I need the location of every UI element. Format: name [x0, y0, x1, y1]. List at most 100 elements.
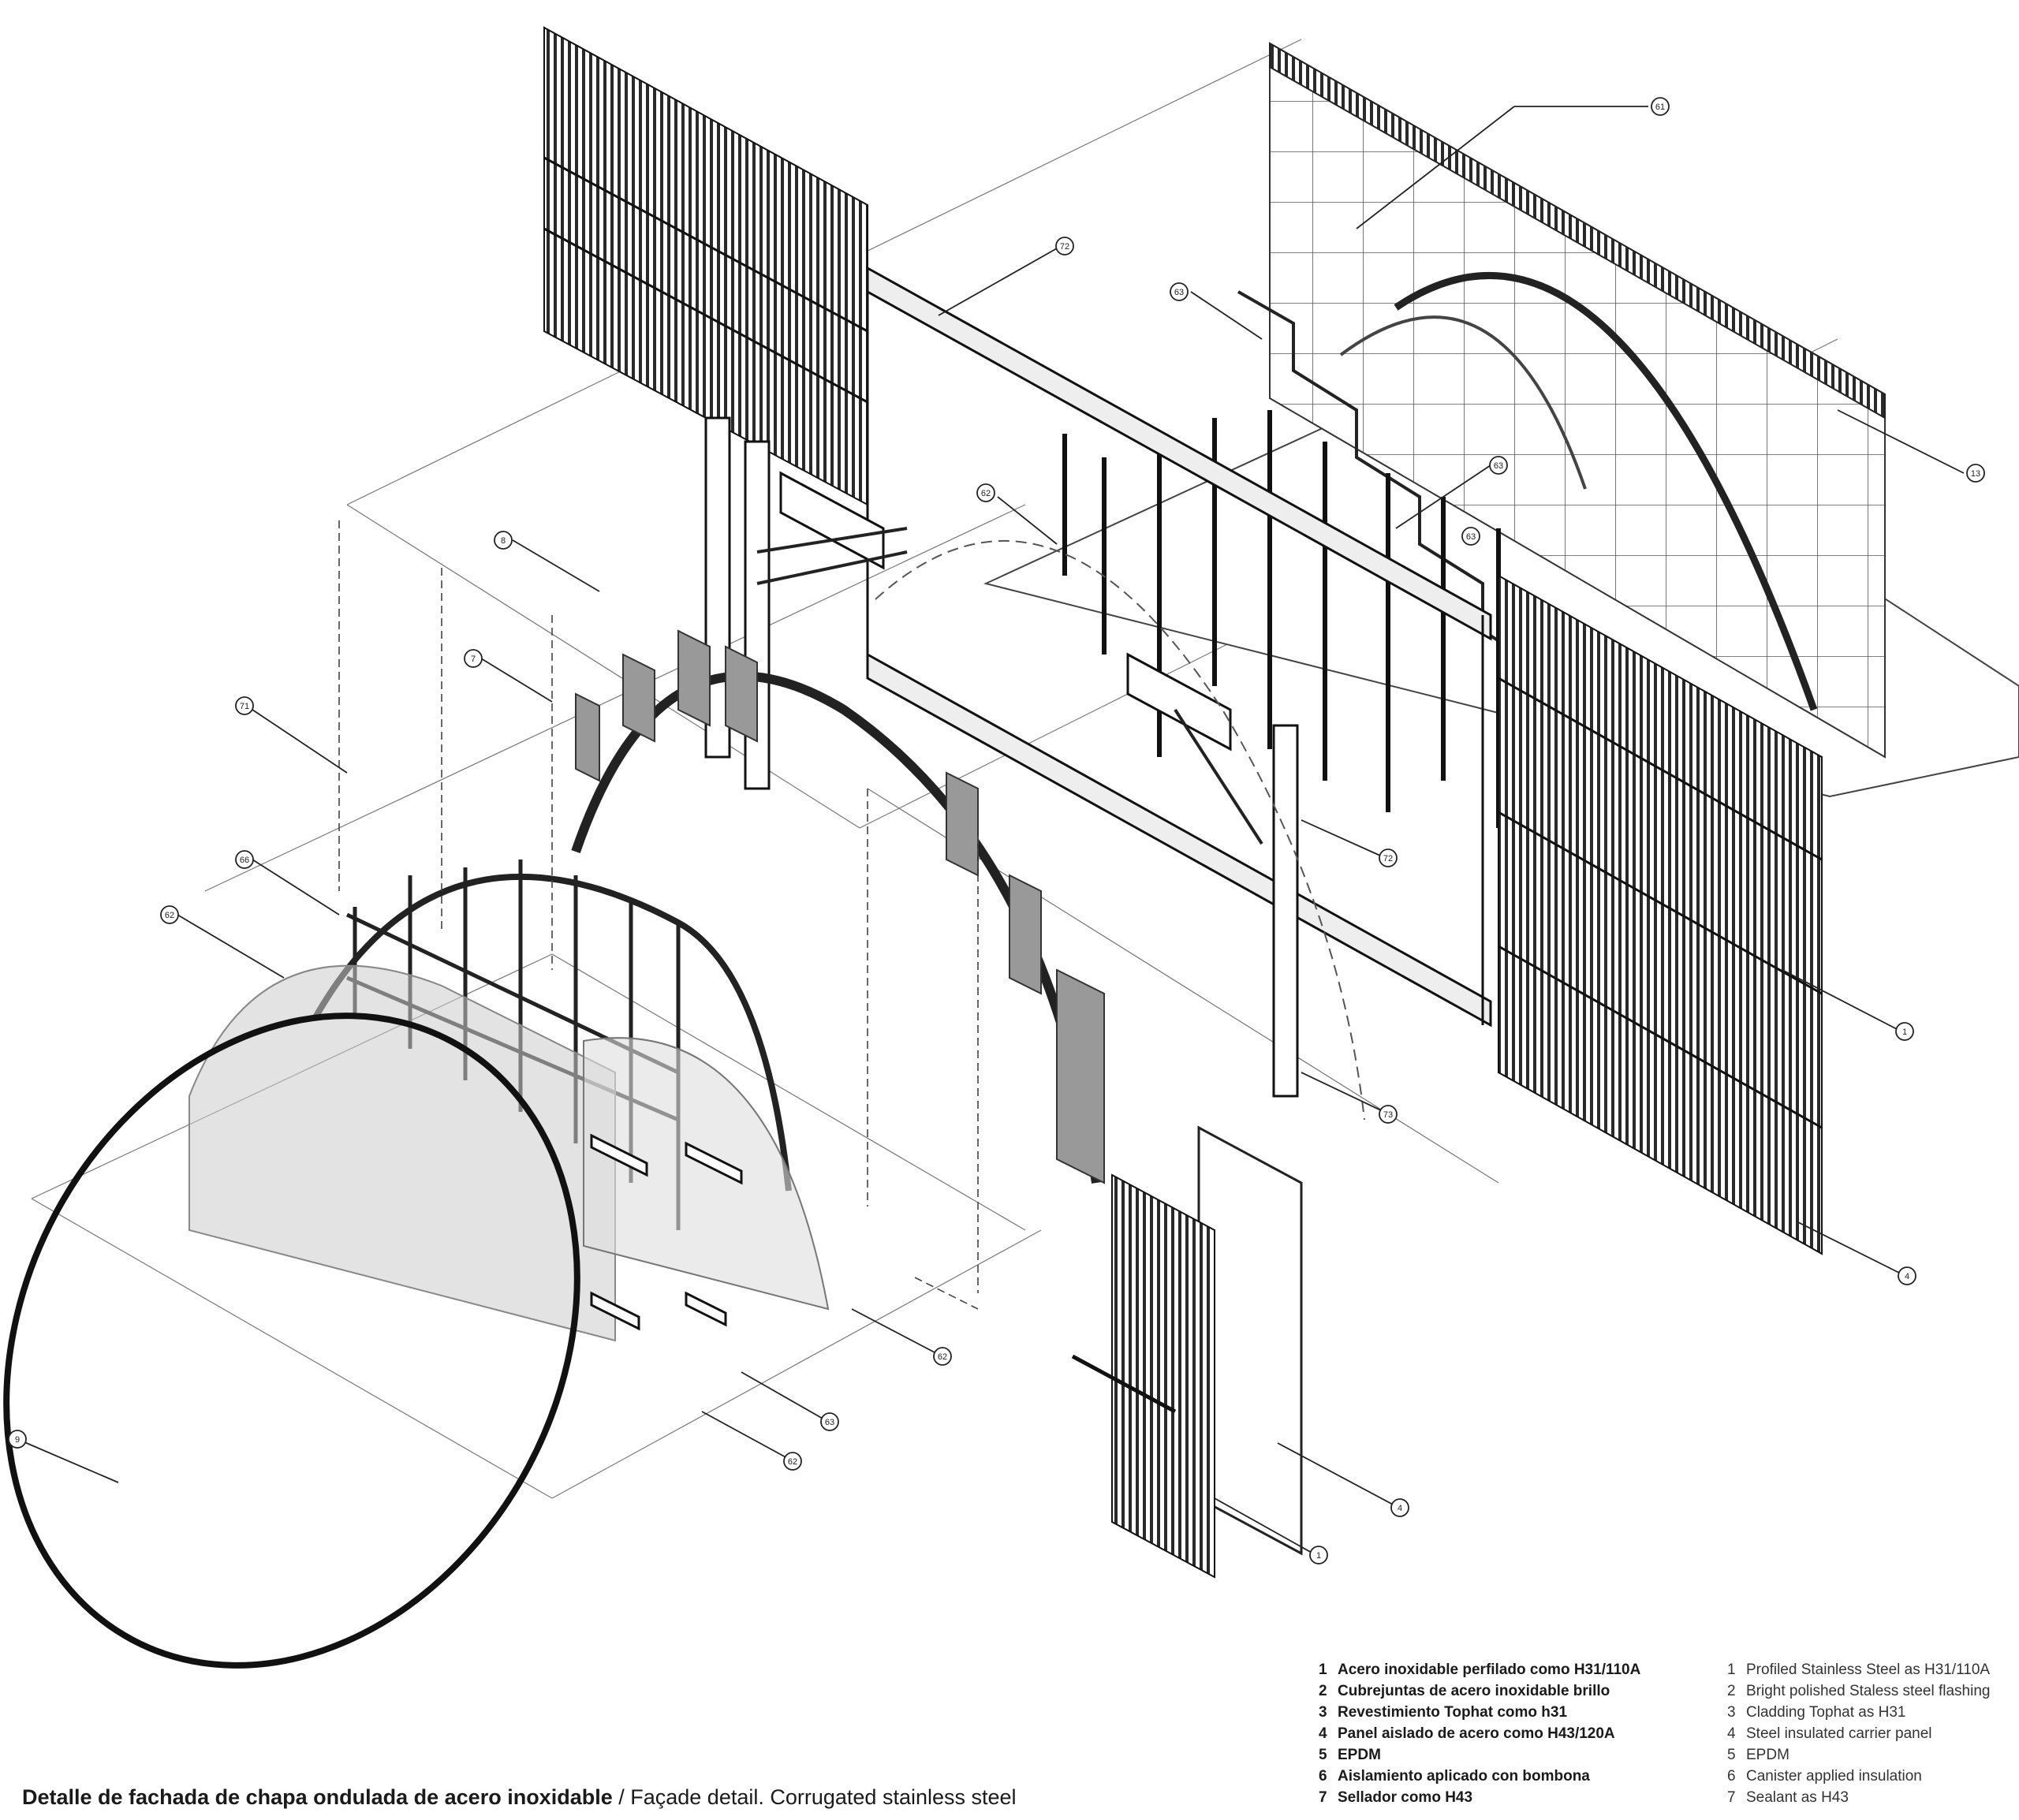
legend-es-num: 6: [1319, 1768, 1327, 1785]
callout-72-top: 72: [1055, 237, 1074, 255]
callout-66-text: 66: [240, 856, 249, 865]
glazing-panel-right: [583, 1037, 830, 1311]
legend-es-text: Cubrejuntas de acero inoxidable brillo: [1338, 1683, 1610, 1699]
legend-en-row: 2 Bright polished Staless steel flashing: [1727, 1680, 1990, 1702]
callout-62-b-text: 62: [165, 911, 174, 920]
callout-1-right-text: 1: [1902, 1027, 1907, 1037]
secondary-arch: [875, 539, 1365, 1121]
callout-61: 61: [1651, 97, 1670, 116]
legend-en-num: 5: [1727, 1747, 1736, 1763]
callout-72-text: 72: [1383, 854, 1393, 863]
legend-es-text: Revestimiento Tophat como h31: [1338, 1704, 1568, 1721]
corrugated-sheet-right: [1498, 574, 1823, 1255]
figure-caption: Detalle de fachada de chapa ondulada de …: [22, 1785, 1017, 1810]
callout-66: 66: [235, 850, 254, 869]
callout-62-d: 62: [783, 1452, 802, 1471]
callout-73-text: 73: [1383, 1110, 1393, 1120]
callout-4-right-text: 4: [1905, 1272, 1909, 1281]
callout-7: 7: [464, 649, 483, 668]
callout-73: 73: [1379, 1105, 1398, 1124]
callout-4-lower: 4: [1390, 1498, 1409, 1517]
callout-9-text: 9: [15, 1435, 20, 1445]
legend-es-num: 1: [1319, 1661, 1327, 1678]
carrier-panel-outline: [338, 520, 979, 1310]
large-ring: [3, 1013, 580, 1669]
legend-en-text: Steel insulated carrier panel: [1746, 1725, 1932, 1742]
legend-en-num: 1: [1727, 1661, 1736, 1678]
legend-es-text: Acero inoxidable perfilado como H31/110A: [1338, 1661, 1641, 1678]
callout-63-d-text: 63: [825, 1418, 834, 1427]
callout-1-right: 1: [1895, 1022, 1914, 1041]
callout-72: 72: [1379, 848, 1398, 867]
legend-en-text: EPDM: [1746, 1747, 1789, 1763]
legend-en-num: 4: [1727, 1725, 1736, 1742]
callout-72-top-text: 72: [1060, 242, 1069, 252]
leader-lines: [17, 106, 1965, 1554]
legend-es-row: 1 Acero inoxidable perfilado como H31/110…: [1319, 1659, 1640, 1680]
callout-4-lower-text: 4: [1398, 1504, 1402, 1513]
legend-es-row: 2 Cubrejuntas de acero inoxidable brillo: [1319, 1680, 1640, 1702]
legend-en-row: 7 Sealant as H43: [1727, 1787, 1990, 1808]
callout-1-lower: 1: [1309, 1546, 1328, 1565]
callout-63-d: 63: [820, 1412, 839, 1431]
callout-62-a: 62: [976, 483, 995, 502]
callout-62-a-text: 62: [981, 489, 991, 498]
legend-en-num: 7: [1727, 1789, 1736, 1806]
legend-es-row: 6 Aislamiento aplicado con bombona: [1319, 1766, 1640, 1787]
callout-63-c-text: 63: [1466, 532, 1476, 542]
callout-13-text: 13: [1971, 469, 1980, 479]
legend-es-text: Aislamiento aplicado con bombona: [1338, 1768, 1590, 1785]
legend-en-text: Profiled Stainless Steel as H31/110A: [1746, 1661, 1991, 1678]
callout-71-text: 71: [240, 702, 249, 711]
legend-es-row: 5 EPDM: [1319, 1744, 1640, 1766]
callout-9: 9: [8, 1430, 27, 1449]
callout-1-lower-text: 1: [1316, 1551, 1321, 1561]
column-bracing: [756, 527, 1263, 845]
legend-es-num: 2: [1319, 1683, 1327, 1699]
legend-en-num: 2: [1727, 1683, 1736, 1699]
legend-en-text: Sealant as H43: [1746, 1789, 1849, 1806]
callouts: 61 13 72 63 63 63 62 8 7 71 66 62 72 1 4…: [0, 0, 1985, 1565]
epdm-plates: [575, 629, 1105, 1184]
callout-4-right: 4: [1898, 1266, 1916, 1285]
legend-en-text: Canister applied insulation: [1746, 1768, 1922, 1785]
legend-es-num: 5: [1319, 1747, 1327, 1763]
legend-en-num: 3: [1727, 1704, 1736, 1721]
callout-63-a: 63: [1170, 282, 1189, 301]
caption-separator: /: [612, 1785, 631, 1809]
legend-en-row: 5 EPDM: [1727, 1744, 1990, 1766]
top-flashing-rail: [1269, 42, 1886, 420]
callout-13: 13: [1966, 464, 1985, 483]
callout-63-a-text: 63: [1174, 288, 1184, 297]
callout-62-d-text: 62: [788, 1457, 797, 1467]
callout-63-c: 63: [1461, 527, 1480, 546]
legend-es-row: 3 Revestimiento Tophat como h31: [1319, 1702, 1640, 1723]
callout-63-b: 63: [1489, 456, 1508, 475]
callout-62-c-text: 62: [938, 1352, 947, 1362]
back-arch: [1394, 271, 1818, 711]
caption-spanish: Detalle de fachada de chapa ondulada de …: [22, 1785, 613, 1809]
legend-spanish: 1 Acero inoxidable perfilado como H31/110…: [1319, 1659, 1640, 1808]
callout-7-text: 7: [471, 655, 476, 664]
legend-es-text: EPDM: [1338, 1747, 1381, 1763]
legend-es-text: Panel aislado de acero como H43/120A: [1338, 1725, 1615, 1742]
legend-es-num: 3: [1319, 1704, 1327, 1721]
callout-63-e: 63: [0, 0, 5, 2]
callout-62-c: 62: [933, 1347, 952, 1366]
callout-8-text: 8: [501, 536, 506, 546]
callout-1-upper: 1: [0, 0, 2, 2]
legend-en-text: Bright polished Staless steel flashing: [1746, 1683, 1991, 1699]
brackets: [590, 1133, 743, 1331]
insulation-glazing: [188, 964, 616, 1342]
legend-es-row: 7 Sellador como H43: [1319, 1787, 1640, 1808]
legend-es-num: 7: [1319, 1789, 1327, 1806]
callout-1-upper-text: 1: [0, 0, 2, 2]
callout-71: 71: [235, 696, 254, 715]
callout-8: 8: [494, 531, 513, 550]
callout-61-text: 61: [1655, 103, 1665, 112]
legend-es-text: Sellador como H43: [1338, 1789, 1473, 1806]
